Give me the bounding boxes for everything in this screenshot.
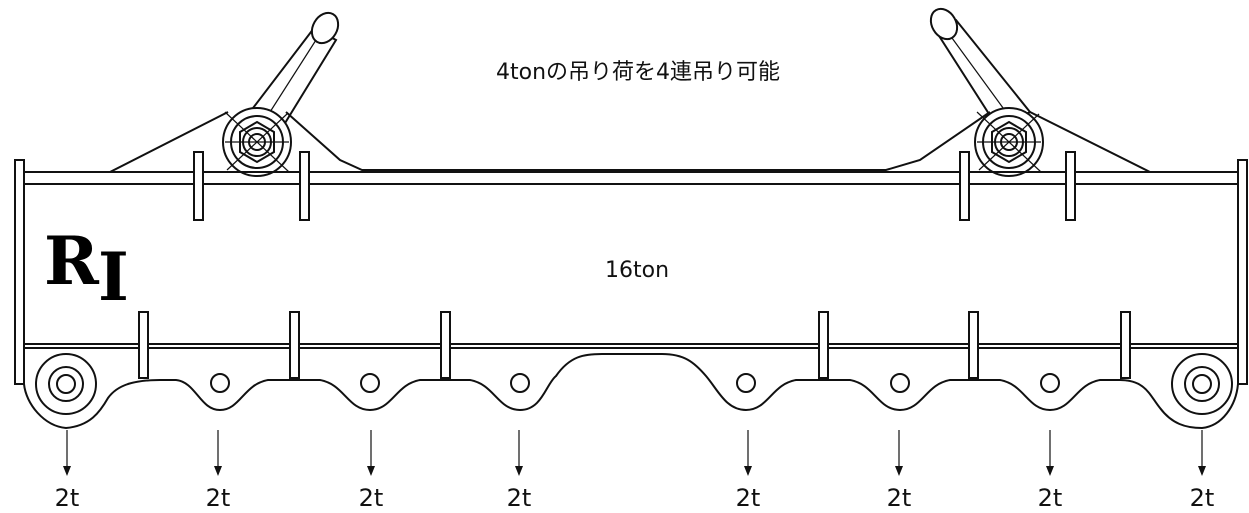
right-sling-lug	[929, 7, 1044, 177]
load-label: 2t	[206, 484, 231, 512]
top-stiffeners	[193, 151, 1076, 221]
bottom-lug-plate	[23, 348, 1239, 430]
load-labels: 2t 2t 2t 2t 2t 2t 2t 2t	[55, 484, 1215, 512]
intermediate-holes	[210, 373, 1060, 393]
right-end-plate	[1237, 159, 1248, 385]
load-label: 2t	[507, 484, 532, 512]
caption-text: 4tonの吊り荷を4連吊り可能	[496, 60, 780, 85]
left-sling-lug	[222, 11, 340, 177]
logo-letter-r: R	[44, 222, 100, 300]
load-label: 2t	[887, 484, 912, 512]
top-plate-outline	[24, 111, 1238, 173]
load-label: 2t	[1038, 484, 1063, 512]
left-end-eye	[35, 353, 97, 415]
right-end-eye	[1171, 353, 1233, 415]
ri-logo: R I	[44, 222, 129, 316]
load-arrows	[63, 430, 1206, 476]
left-end-plate	[14, 159, 25, 385]
load-label: 2t	[359, 484, 384, 512]
logo-letter-i: I	[98, 238, 129, 316]
capacity-label: 16ton	[605, 258, 669, 283]
load-label: 2t	[55, 484, 80, 512]
load-label: 2t	[1190, 484, 1215, 512]
load-label: 2t	[736, 484, 761, 512]
bottom-stiffeners	[138, 311, 1131, 379]
